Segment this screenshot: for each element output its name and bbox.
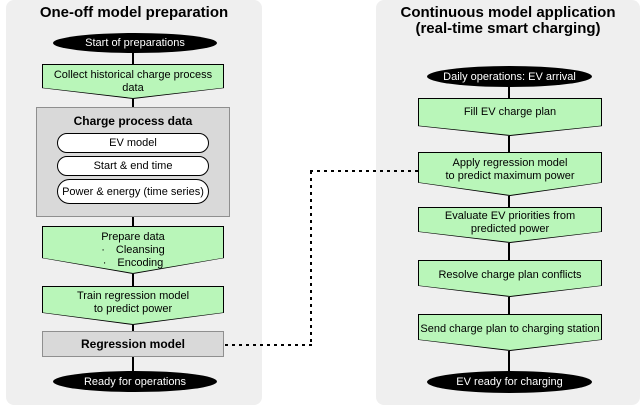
connector-line [508, 136, 510, 152]
dotted-connector-vertical [310, 171, 312, 346]
charge-process-data-title: Charge process data [73, 114, 193, 128]
connector-line [508, 196, 510, 207]
connector-line [508, 297, 510, 314]
terminal-ready-for-operations: Ready for operations [53, 371, 217, 392]
connector-line [508, 87, 510, 98]
bullet-row: · Encoding [102, 256, 164, 269]
regression-model-box: Regression model [42, 331, 224, 357]
connector-line [132, 274, 134, 287]
right-panel-title: Continuous model application (real-time … [376, 5, 640, 37]
left-panel-title: One-off model preparation [39, 4, 229, 21]
step-evaluate-text: Evaluate EV priorities from predicted po… [444, 210, 576, 235]
connector-line [508, 351, 510, 371]
terminal-ev-ready: EV ready for charging [427, 371, 592, 393]
step-resolve-text: Resolve charge plan conflicts [438, 268, 582, 281]
terminal-start-of-preparations: Start of preparations [53, 33, 217, 53]
connector-line [132, 53, 134, 65]
data-item-ev-model: EV model [57, 133, 209, 153]
bullet-marker: · [102, 256, 107, 269]
dotted-connector-horizontal-top [310, 170, 418, 172]
step-train-text: Train regression model to predict power [76, 289, 190, 315]
terminal-daily-operations: Daily operations: EV arrival [427, 66, 592, 87]
connector-line [508, 243, 510, 260]
step-apply-text: Apply regression model to predict maximu… [445, 157, 575, 182]
data-item-power-energy: Power & energy (time series) [57, 179, 209, 204]
right-panel-title-line2: (real-time smart charging) [415, 20, 601, 37]
right-panel-title-line1: Continuous model application [400, 4, 616, 21]
step-prepare-text: Prepare data · Cleansing · Encoding [101, 230, 165, 269]
bullet-marker: · [101, 243, 105, 256]
connector-line [132, 325, 134, 332]
step-send-text: Send charge plan to charging station [420, 322, 600, 335]
connector-line [132, 99, 134, 108]
step-collect-text: Collect historical charge process data [53, 68, 213, 94]
dotted-connector-horizontal-bottom [225, 344, 312, 346]
connector-line [132, 217, 134, 227]
connector-line [132, 357, 134, 372]
bullet-row: · Cleansing [101, 243, 165, 256]
data-item-start-end-time: Start & end time [57, 156, 209, 176]
step-fill-text: Fill EV charge plan [463, 105, 557, 118]
